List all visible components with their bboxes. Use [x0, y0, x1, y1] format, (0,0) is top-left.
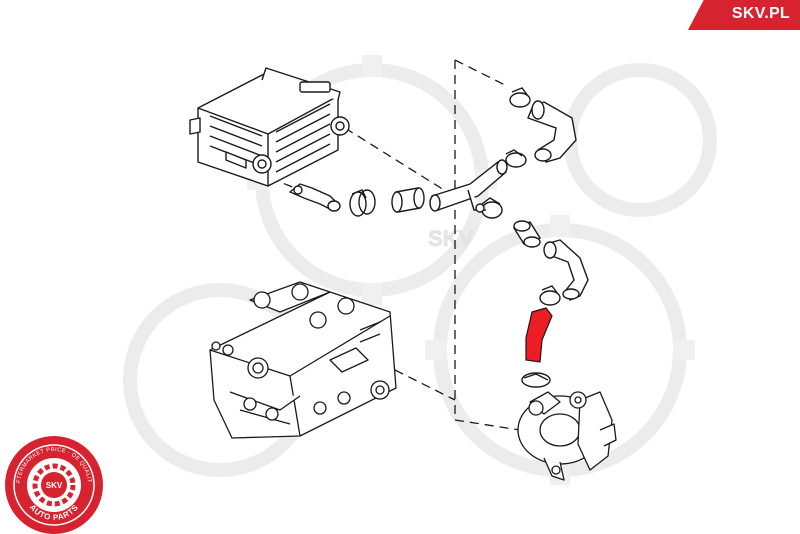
cylinder-head — [209, 281, 397, 439]
s-bend-hose — [543, 239, 589, 301]
seal-ring — [13, 444, 95, 526]
turbo-inlet-hose[interactable] — [525, 307, 553, 363]
straight-hose — [391, 187, 425, 213]
hose-clamp — [349, 87, 561, 388]
skv-seal-badge: AFTERMARKET PRICE · OE QUALITY AUTO PART… — [0, 0, 103, 534]
coupler — [512, 220, 542, 248]
intake-pipe — [429, 159, 508, 213]
watermark-text: SKV — [428, 226, 474, 251]
brand-tag[interactable]: SKV.PL — [688, 0, 800, 30]
seal-center-text: SKV — [46, 481, 63, 490]
seal-center — [41, 472, 67, 498]
intercooler-outlet-elbow — [288, 183, 341, 212]
gear-icon — [32, 463, 76, 507]
turbocharger — [517, 391, 617, 481]
intercooler — [189, 67, 350, 187]
brand-site-label: SKV.PL — [731, 5, 790, 22]
upper-elbow-hose — [527, 100, 577, 163]
seal-top-text: AFTERMARKET PRICE · OE QUALITY — [0, 0, 92, 484]
